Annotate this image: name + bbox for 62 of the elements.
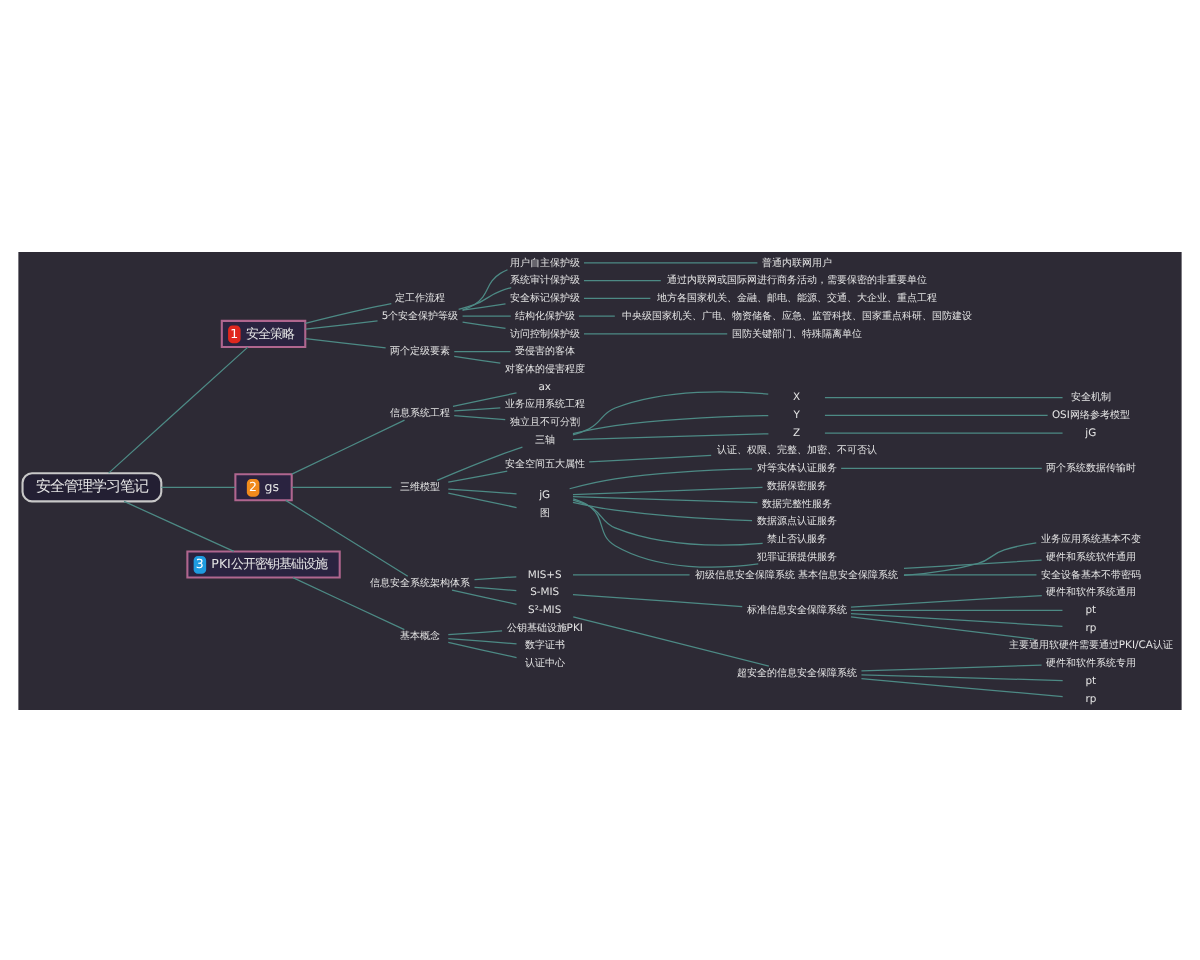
connector (572, 500, 753, 521)
connector (860, 663, 1043, 671)
connector (453, 350, 512, 352)
connector (458, 285, 512, 309)
connector (850, 615, 1035, 639)
connector (578, 314, 616, 316)
connector (452, 391, 518, 407)
connector (473, 575, 517, 580)
connector (447, 636, 518, 644)
connector (436, 445, 524, 480)
connector (453, 354, 501, 363)
connector (572, 390, 769, 435)
connector (447, 640, 518, 658)
connector (903, 573, 1038, 575)
connector (840, 466, 1043, 469)
connector (572, 498, 764, 545)
connector (860, 677, 1064, 697)
connector (583, 332, 728, 334)
connector (824, 413, 1049, 415)
connector (285, 498, 409, 576)
connector (572, 432, 770, 440)
connector (160, 485, 236, 487)
connector (451, 588, 518, 604)
connector (572, 413, 769, 434)
connector (304, 319, 379, 329)
connector (569, 467, 753, 489)
connector (461, 314, 512, 316)
connector (447, 487, 518, 494)
connector (447, 629, 503, 635)
connector (473, 585, 517, 591)
connector (447, 469, 508, 482)
connector (291, 418, 406, 474)
connector (461, 302, 507, 310)
connector (860, 673, 1064, 681)
connector (123, 499, 235, 552)
connector (572, 485, 764, 495)
connector (824, 395, 1064, 398)
connector (108, 345, 249, 473)
connector (850, 593, 1043, 607)
connector (304, 301, 392, 323)
connector (572, 615, 770, 666)
connector (583, 261, 759, 263)
connector (583, 279, 662, 281)
connector (850, 608, 1064, 610)
connector (903, 558, 1043, 569)
connector (304, 336, 387, 348)
connector (572, 494, 759, 503)
connector (461, 320, 507, 328)
connector (453, 406, 501, 411)
connector (447, 491, 518, 508)
connector (572, 497, 759, 567)
connector (588, 453, 712, 462)
connector (453, 414, 506, 420)
connector (850, 611, 1064, 627)
connector (903, 541, 1037, 576)
connector (824, 431, 1064, 433)
connector (572, 573, 691, 575)
connector (292, 576, 405, 630)
connector (291, 485, 393, 487)
connector (461, 268, 509, 310)
connector (583, 296, 651, 299)
connector (572, 592, 743, 607)
